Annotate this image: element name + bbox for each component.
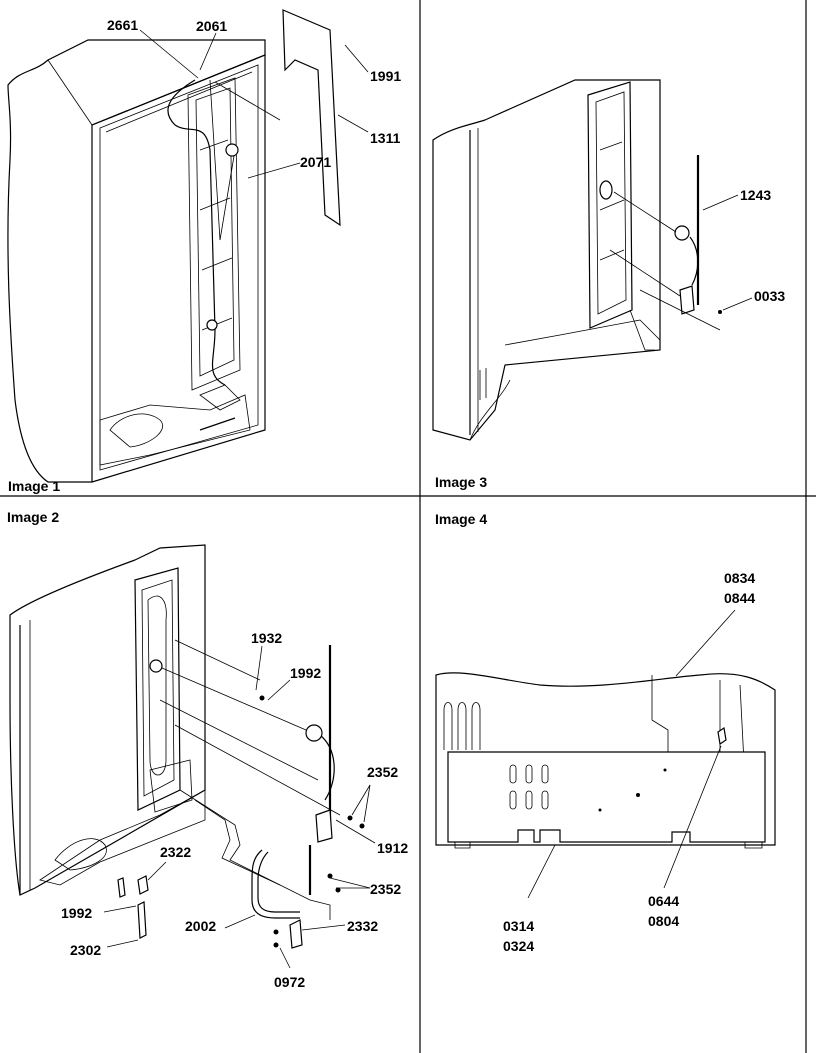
callout-leaders (139, 29, 369, 179)
callout-2661: 2661 (107, 17, 138, 33)
compressor-area (39, 789, 206, 886)
callout-0324: 0324 (503, 938, 534, 954)
panel-title-image-3: Image 3 (435, 474, 487, 490)
callout-2302: 2302 (70, 942, 101, 958)
callout-1991: 1991 (370, 68, 401, 84)
refrigerator-cabinet (432, 79, 661, 441)
callout-2322: 2322 (160, 844, 191, 860)
callout-2352: 2352 (367, 764, 398, 780)
vent-slots (509, 764, 549, 810)
back-panel (187, 77, 241, 391)
callout-leaders (527, 609, 736, 899)
callout-0844: 0844 (724, 590, 755, 606)
panel-image-3: 1243 0033 Image 3 (432, 79, 785, 490)
callout-2002: 2002 (185, 918, 216, 934)
panel-title-image-4: Image 4 (435, 511, 487, 527)
callout-0314: 0314 (503, 918, 534, 934)
callout-2332: 2332 (347, 918, 378, 934)
refrigerator-cabinet (7, 39, 266, 483)
callout-0804: 0804 (648, 913, 679, 929)
panel-image-4: Image 4 0834 0 (435, 511, 776, 954)
tubing (167, 79, 226, 386)
callout-1243: 1243 (740, 187, 771, 203)
panel-title-image-2: Image 2 (7, 509, 59, 525)
callout-1992: 1992 (290, 665, 321, 681)
callout-1992: 1992 (61, 905, 92, 921)
callout-0972: 0972 (274, 974, 305, 990)
callout-0834: 0834 (724, 570, 755, 586)
callout-2061: 2061 (196, 18, 227, 34)
access-panel (447, 751, 766, 843)
callout-2071: 2071 (300, 154, 331, 170)
callout-2352: 2352 (370, 881, 401, 897)
callout-0644: 0644 (648, 893, 679, 909)
water-tube (251, 849, 300, 919)
callout-1912: 1912 (377, 840, 408, 856)
panel-image-1: 2661 2061 1991 1311 2071 Image 1 (7, 9, 401, 494)
panel-title-image-1: Image 1 (8, 478, 60, 494)
compressor-area (99, 394, 251, 466)
callout-1311: 1311 (370, 130, 401, 146)
refrigerator-cabinet (9, 544, 206, 896)
panel-image-2: Image 2 (7, 509, 408, 990)
callout-1932: 1932 (251, 630, 282, 646)
back-panel (587, 81, 633, 329)
callout-0033: 0033 (754, 288, 785, 304)
refrigerator-cabinet (435, 672, 776, 846)
callout-leaders (103, 645, 376, 969)
cover-panel (282, 9, 341, 227)
